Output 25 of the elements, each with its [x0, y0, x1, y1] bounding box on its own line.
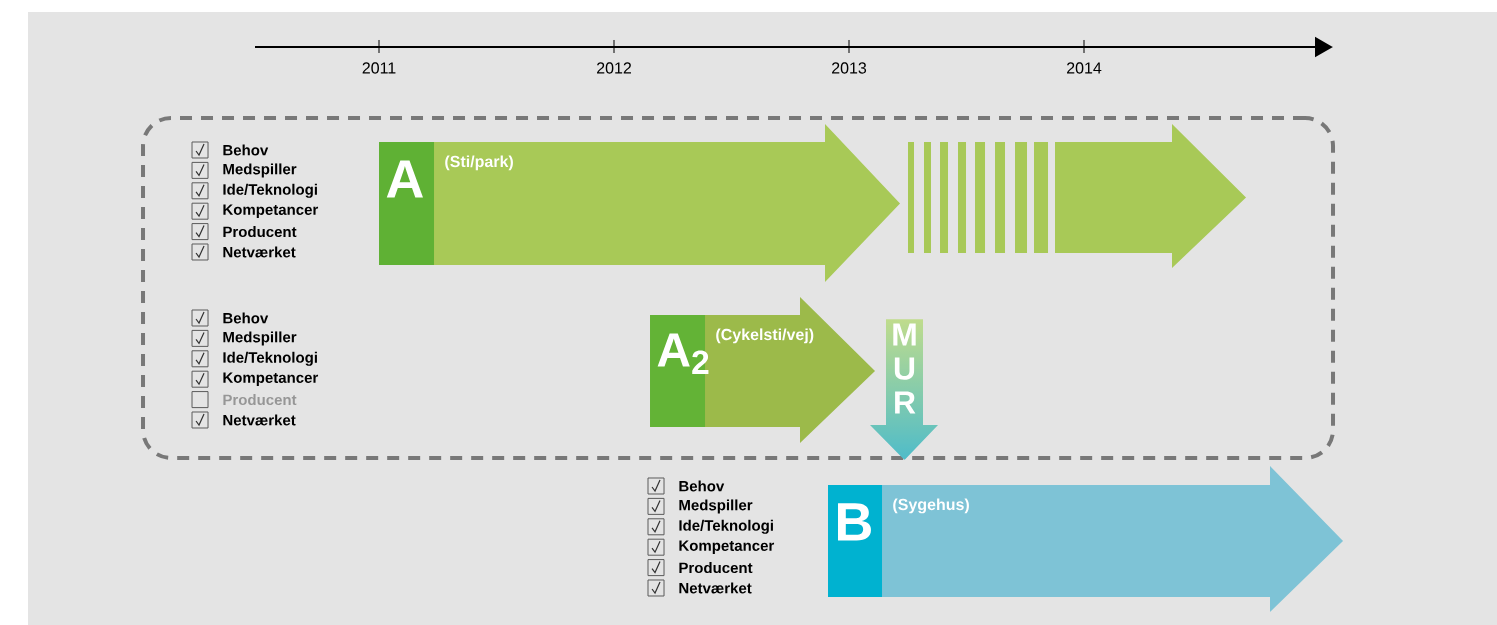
- checklist-item: Kompetancer: [679, 540, 775, 554]
- checklist-item: Kompetancer: [223, 204, 319, 218]
- year-label: 2013: [832, 62, 867, 74]
- checklist-item: Medspiller: [223, 331, 297, 346]
- checklist-item: Kompetancer: [223, 372, 319, 386]
- arrow-letter: A$_{2}$: [657, 333, 709, 374]
- checklist-item: Ide/Teknologi: [223, 351, 317, 366]
- year-label: 2011: [362, 62, 396, 74]
- checklist-item: Behov: [223, 312, 269, 324]
- year-label: 2014: [1067, 62, 1102, 74]
- arrow-letter: A: [386, 160, 423, 198]
- arrow-letter: B: [838, 503, 871, 541]
- checklist-item: Netværket: [679, 582, 752, 594]
- checklist-item: Netværket: [223, 414, 296, 426]
- checklist-item: Producent: [223, 394, 297, 406]
- checklist-item: Producent: [223, 226, 297, 238]
- checklist-item: Producent: [679, 562, 753, 574]
- checklist-item: Ide/Teknologi: [679, 519, 773, 534]
- checklist-item: Ide/Teknologi: [223, 183, 317, 198]
- year-label: 2012: [597, 62, 631, 74]
- checklist-item: Behov: [223, 144, 269, 156]
- checklist-item: Medspiller: [223, 163, 297, 178]
- checklist-item: Behov: [679, 480, 725, 492]
- checklist-item: Medspiller: [679, 499, 753, 514]
- checklist-item: Netværket: [223, 246, 296, 258]
